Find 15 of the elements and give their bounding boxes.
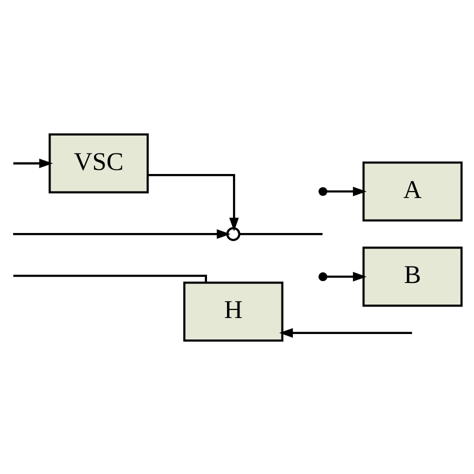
node-circle [226, 226, 240, 241]
arrow [13, 228, 230, 238]
connector [13, 274, 207, 282]
node-dot [318, 272, 328, 281]
node-box: B [362, 246, 463, 306]
node-dot [318, 186, 328, 196]
node-box: H [183, 281, 284, 342]
arrow [327, 186, 367, 196]
arrow [279, 328, 412, 338]
arrow [148, 173, 239, 231]
arrow [13, 158, 53, 168]
node-box: VSC [48, 132, 149, 193]
connector [239, 232, 323, 235]
node-box: A [362, 160, 463, 222]
arrow [327, 271, 367, 281]
